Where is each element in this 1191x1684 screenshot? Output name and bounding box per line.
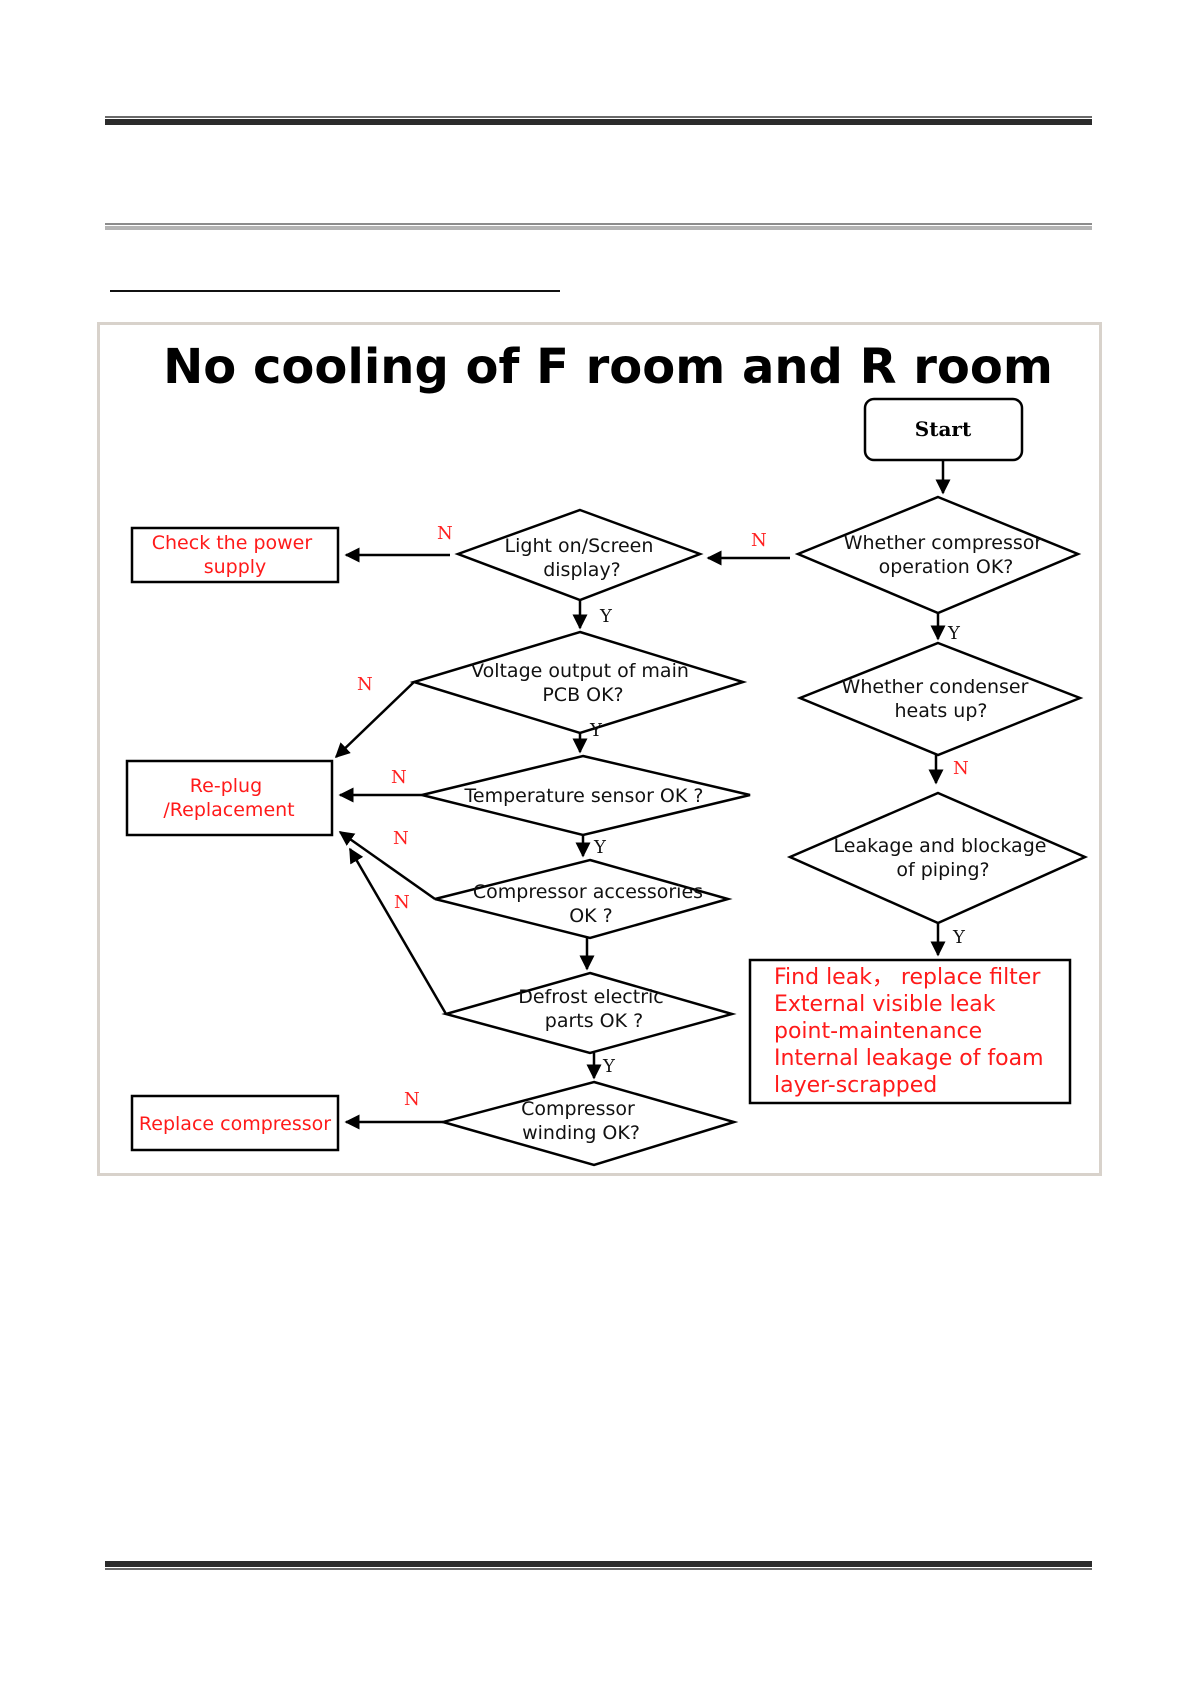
edge-label-winding-to-replace: N — [404, 1089, 420, 1110]
decision-compressor-winding-label: Compressor winding OK? — [521, 1098, 641, 1144]
decision-leakage-blockage — [786, 791, 1089, 925]
decision-compressor-accessories — [434, 858, 733, 940]
edge-label-light-to-power: N — [437, 523, 453, 544]
action-find-leak — [748, 958, 1072, 1105]
action-check-power — [130, 526, 340, 584]
header-thin-rule — [105, 223, 1092, 230]
edge-accessories-to-replug — [338, 830, 436, 901]
decision-condenser-heats-label: Whether condenser heats up? — [842, 676, 1035, 722]
decision-voltage-pcb-label: Voltage output of main PCB OK? — [471, 660, 695, 706]
edge-label-defrost-to-replug: N — [394, 892, 410, 913]
edge-label-voltage-to-temp: Y — [589, 720, 603, 741]
action-find-leak-label: Find leak， replace filter External visib… — [774, 965, 1051, 1098]
edge-voltage-to-replug — [334, 681, 415, 759]
decision-voltage-pcb — [409, 630, 748, 735]
edge-label-light-to-voltage: Y — [599, 606, 613, 627]
decision-leakage-blockage-label: Leakage and blockage of piping? — [834, 835, 1053, 881]
edge-label-voltage-to-replug: N — [357, 674, 373, 695]
troubleshooting-flowchart: No cooling of F room and R room Start Wh… — [97, 322, 1102, 1176]
flowchart-canvas: No cooling of F room and R room Start Wh… — [125, 339, 1089, 1167]
section-heading-underline — [110, 290, 560, 292]
action-check-power-label: Check the power supply — [152, 532, 318, 578]
edge-label-leakage-to-findleak: Y — [952, 927, 966, 948]
edge-label-accessories-to-replug: N — [393, 828, 409, 849]
edge-defrost-to-replug — [348, 847, 448, 1015]
decision-light-screen-label: Light on/Screen display? — [505, 535, 660, 581]
decision-defrost-parts — [441, 971, 737, 1055]
diagram-title: No cooling of F room and R room — [163, 339, 1053, 395]
start-node-label: Start — [915, 417, 972, 441]
header-double-rule — [105, 116, 1092, 125]
action-replace-compressor-label: Replace compressor — [139, 1113, 331, 1135]
action-replug-replacement — [125, 759, 334, 837]
decision-defrost-parts-label: Defrost electric parts OK ? — [518, 986, 670, 1032]
edge-label-compressor-to-condenser: Y — [947, 623, 961, 644]
decision-compressor-winding — [438, 1080, 739, 1167]
edge-label-temp-to-accessories: Y — [593, 837, 607, 858]
decision-compressor-operation — [794, 495, 1082, 615]
action-replug-replacement-label: Re-plug /Replacement — [163, 775, 294, 821]
edge-label-condenser-to-leakage: N — [953, 758, 969, 779]
footer-double-rule — [105, 1561, 1092, 1570]
decision-compressor-operation-label: Whether compressor operation OK? — [844, 532, 1049, 578]
decision-condenser-heats — [796, 641, 1084, 757]
edge-label-defrost-to-winding: Y — [602, 1056, 616, 1077]
decision-temperature-sensor-label: Temperature sensor OK ? — [464, 785, 704, 807]
action-replace-compressor — [130, 1094, 340, 1152]
edge-label-compressor-to-light: N — [751, 530, 767, 551]
decision-compressor-accessories-label: Compressor accessories OK ? — [473, 881, 709, 927]
edge-label-temp-to-replug: N — [391, 767, 407, 788]
